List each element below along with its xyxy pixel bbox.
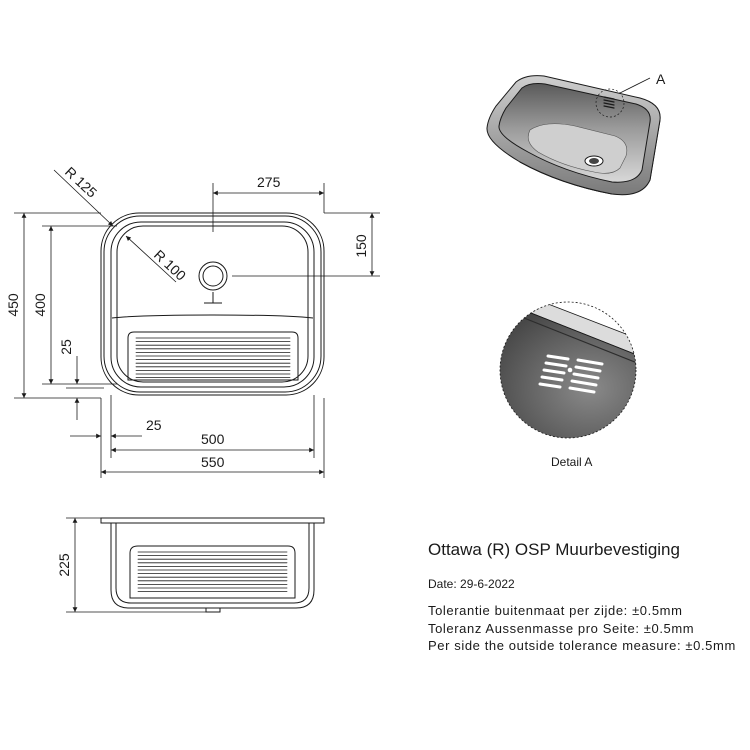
sink-outer-outline bbox=[100, 212, 325, 396]
detail-overflow-slots bbox=[538, 354, 604, 394]
detail-center-dot bbox=[567, 367, 573, 373]
leader-r125 bbox=[53, 169, 114, 227]
dim-label-25-vertical: 25 bbox=[58, 339, 74, 355]
detail-a-marker-circle bbox=[595, 88, 625, 118]
dim-label-550: 550 bbox=[201, 454, 225, 470]
top-view-dimensions bbox=[14, 169, 380, 478]
dim-label-400: 400 bbox=[32, 293, 48, 317]
front-washboard-ribs bbox=[137, 551, 288, 592]
detail-overflow-slot bbox=[546, 354, 604, 366]
detail-overflow-slot bbox=[542, 368, 600, 380]
iso-overflow-slot bbox=[603, 102, 615, 106]
sink-rim-line bbox=[103, 215, 322, 393]
iso-overflow-slot bbox=[603, 105, 615, 109]
sink-bowl-inner bbox=[116, 225, 309, 383]
tolerance-en: Per side the outside tolerance measure: … bbox=[428, 638, 736, 653]
dim-label-150: 150 bbox=[353, 234, 369, 258]
product-date: Date: 29-6-2022 bbox=[428, 577, 515, 591]
detail-a-caption: Detail A bbox=[551, 455, 592, 469]
washboard-frame bbox=[127, 331, 299, 381]
tolerance-nl: Tolerantie buitenmaat per zijde: ±0.5mm bbox=[428, 603, 683, 618]
dim-label-225: 225 bbox=[56, 553, 72, 577]
isometric-view: A bbox=[486, 71, 666, 196]
leader-r100 bbox=[125, 235, 177, 283]
detail-a-leader bbox=[619, 77, 651, 94]
detail-overflow-slot bbox=[540, 375, 598, 387]
dim-label-275: 275 bbox=[257, 174, 281, 190]
tolerance-de: Toleranz Aussenmasse pro Seite: ±0.5mm bbox=[428, 621, 695, 636]
detail-a-callout: A bbox=[656, 71, 666, 87]
washboard-ribs bbox=[135, 337, 291, 379]
iso-overflow-slot bbox=[603, 99, 615, 103]
front-view bbox=[100, 517, 325, 613]
front-body bbox=[110, 522, 315, 609]
front-washboard-frame bbox=[129, 545, 296, 599]
detail-a-view bbox=[499, 301, 637, 439]
front-body-inner bbox=[115, 523, 310, 604]
iso-overflow-slots bbox=[603, 96, 615, 109]
iso-drain-hole bbox=[589, 158, 599, 164]
front-drain-stub bbox=[205, 607, 221, 613]
dim-label-500: 500 bbox=[201, 431, 225, 447]
drain-inner bbox=[202, 265, 224, 287]
iso-overflow-slot bbox=[603, 96, 615, 100]
front-view-dimensions bbox=[66, 517, 206, 613]
top-view bbox=[100, 212, 325, 396]
detail-overflow-slot bbox=[538, 382, 596, 394]
detail-overflow-slot bbox=[544, 361, 602, 373]
drain-outer bbox=[198, 261, 228, 291]
dim-label-450: 450 bbox=[5, 293, 21, 317]
sink-bowl-outline bbox=[110, 221, 315, 388]
front-rim bbox=[100, 517, 325, 524]
detail-a-frame bbox=[499, 301, 637, 439]
washboard-top-edge bbox=[111, 314, 314, 319]
dim-label-r100: R 100 bbox=[151, 246, 189, 283]
product-title: Ottawa (R) OSP Muurbevestiging bbox=[428, 540, 680, 559]
dim-label-25-horizontal: 25 bbox=[146, 417, 162, 433]
